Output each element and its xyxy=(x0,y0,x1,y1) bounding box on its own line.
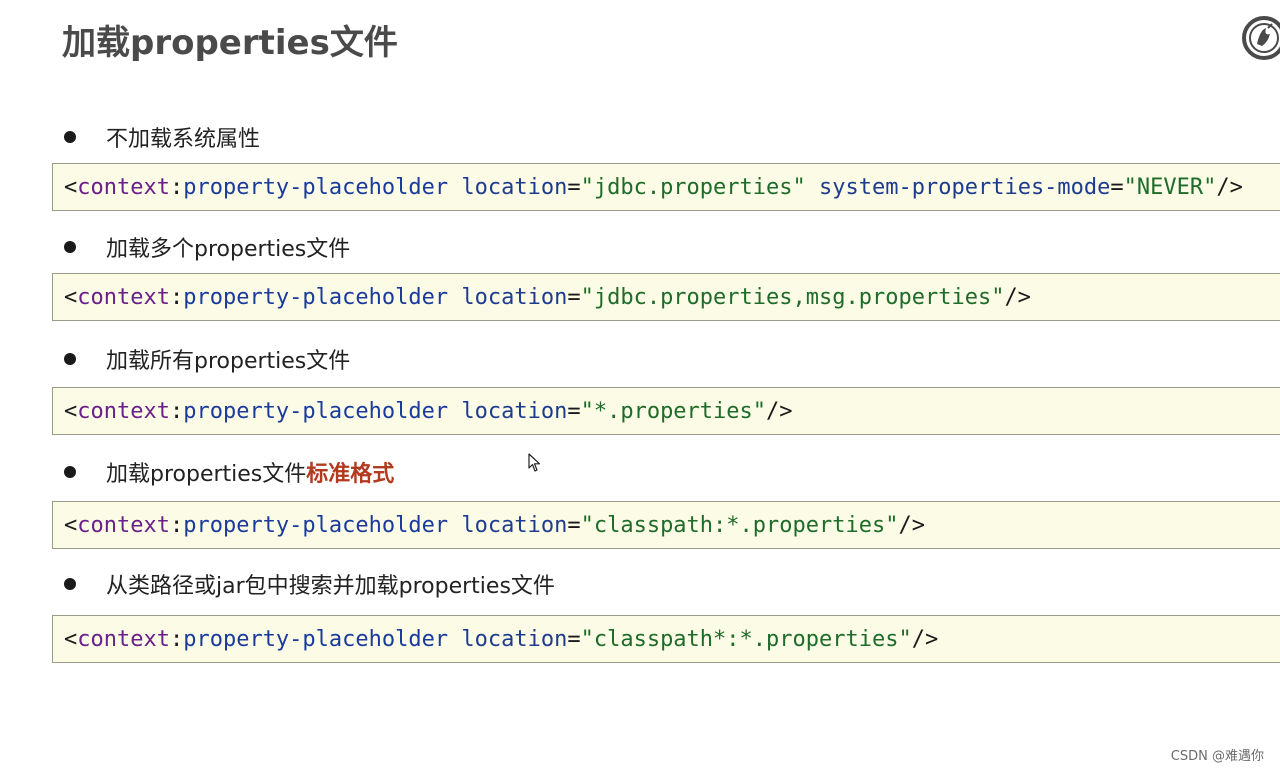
list-item-label: 不加载系统属性 xyxy=(106,127,261,152)
logo-icon xyxy=(1242,16,1280,60)
code-tag-name: property-placeholder xyxy=(183,626,449,652)
code-colon: : xyxy=(169,626,184,652)
list-item: 不加载系统属性 xyxy=(62,121,260,153)
code-block: <context:property-placeholder location="… xyxy=(52,501,1280,549)
code-tag-name: property-placeholder xyxy=(183,398,449,424)
list-item: 从类路径或jar包中搜索并加载properties文件 xyxy=(62,568,555,600)
list-item-label: 加载多个properties文件 xyxy=(106,237,351,262)
bullet-icon xyxy=(64,131,76,143)
code-attr-value: "classpath:*.properties" xyxy=(580,512,899,538)
bullet-icon xyxy=(64,353,76,365)
code-colon: : xyxy=(169,174,184,200)
code-colon: : xyxy=(169,512,184,538)
bullet-icon xyxy=(64,578,76,590)
list-item-label: 加载properties文件 xyxy=(106,462,307,487)
list-item-label: 加载所有properties文件 xyxy=(106,349,351,374)
code-attr-value: "classpath*:*.properties" xyxy=(580,626,912,652)
code-tag-prefix: context xyxy=(77,398,170,424)
code-open-bracket: < xyxy=(64,398,78,424)
code-colon: : xyxy=(169,398,184,424)
code-attr-name: location xyxy=(461,512,568,538)
page-title: 加载properties文件 xyxy=(62,23,398,63)
code-tag-name: property-placeholder xyxy=(183,284,449,310)
code-attr-value: "jdbc.properties,msg.properties" xyxy=(580,284,1005,310)
code-close: /> xyxy=(766,398,793,424)
code-close: /> xyxy=(1004,284,1031,310)
code-block: <context:property-placeholder location="… xyxy=(52,163,1280,211)
code-attr-value: "*.properties" xyxy=(580,398,767,424)
code-close: /> xyxy=(898,512,925,538)
code-tag-prefix: context xyxy=(77,512,170,538)
code-block: <context:property-placeholder location="… xyxy=(52,615,1280,663)
code-attr-name: system-properties-mode xyxy=(819,174,1111,200)
code-block: <context:property-placeholder location="… xyxy=(52,273,1280,321)
code-attr-name: location xyxy=(461,284,568,310)
watermark: CSDN @难遇你 xyxy=(1170,749,1264,764)
code-tag-prefix: context xyxy=(77,626,170,652)
code-open-bracket: < xyxy=(64,512,78,538)
bullet-icon xyxy=(64,466,76,478)
code-tag-name: property-placeholder xyxy=(183,512,449,538)
code-tag-prefix: context xyxy=(77,284,170,310)
code-open-bracket: < xyxy=(64,626,78,652)
code-tag-name: property-placeholder xyxy=(183,174,449,200)
code-attr-value: "jdbc.properties" xyxy=(580,174,806,200)
code-attr-value: "NEVER" xyxy=(1123,174,1217,200)
code-attr-name: location xyxy=(461,398,568,424)
code-close: /> xyxy=(911,626,939,652)
code-colon: : xyxy=(169,284,184,310)
code-open-bracket: < xyxy=(64,284,78,310)
list-item: 加载多个properties文件 xyxy=(62,231,350,263)
code-close: /> xyxy=(1216,174,1243,200)
list-item: 加载所有properties文件 xyxy=(62,343,350,375)
code-block: <context:property-placeholder location="… xyxy=(52,387,1280,435)
code-tag-prefix: context xyxy=(77,174,170,200)
list-item-label: 从类路径或jar包中搜索并加载properties文件 xyxy=(106,574,555,599)
mouse-pointer-icon xyxy=(528,453,541,472)
code-attr-name: location xyxy=(461,174,568,200)
highlight-text: 标准格式 xyxy=(306,462,395,487)
bullet-icon xyxy=(64,241,76,253)
code-open-bracket: < xyxy=(64,174,78,200)
code-attr-name: location xyxy=(461,626,568,652)
list-item: 加载properties文件标准格式 xyxy=(62,456,394,488)
